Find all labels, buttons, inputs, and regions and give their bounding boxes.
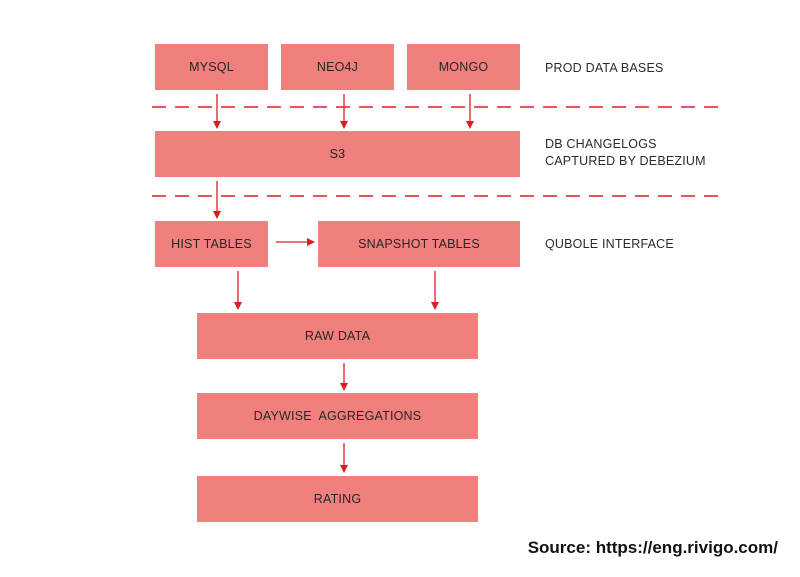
mongo-box: MONGO [407, 44, 520, 90]
hist-tables-label: HIST TABLES [171, 237, 252, 251]
mongo-label: MONGO [438, 60, 489, 74]
snapshot-tables-label: SNAPSHOT TABLES [358, 237, 480, 251]
daywise-aggregations-box: DAYWISE AGGREGATIONS [197, 393, 478, 439]
db-changelogs-line2: CAPTURED BY DEBEZIUM [545, 154, 706, 168]
raw-data-box: RAW DATA [197, 313, 478, 359]
rating-box: RATING [197, 476, 478, 522]
neo4j-box: NEO4J [281, 44, 394, 90]
neo4j-label: NEO4J [316, 60, 359, 74]
qubole-interface-label: QUBOLE INTERFACE [545, 237, 674, 251]
db-changelogs-line1: DB CHANGELOGS [545, 137, 657, 151]
db-changelogs-label: DB CHANGELOGS CAPTURED BY DEBEZIUM [545, 136, 706, 170]
daywise-aggregations-label: DAYWISE AGGREGATIONS [253, 409, 422, 423]
prod-data-bases-label: PROD DATA BASES [545, 61, 664, 75]
raw-data-label: RAW DATA [304, 329, 371, 343]
source-caption: Source: https://eng.rivigo.com/ [527, 538, 778, 557]
s3-label: S3 [329, 147, 346, 161]
mysql-label: MYSQL [189, 60, 234, 74]
snapshot-tables-box: SNAPSHOT TABLES [318, 221, 520, 267]
hist-tables-box: HIST TABLES [155, 221, 268, 267]
s3-box: S3 [155, 131, 520, 177]
rating-label: RATING [313, 492, 362, 506]
mysql-box: MYSQL [155, 44, 268, 90]
